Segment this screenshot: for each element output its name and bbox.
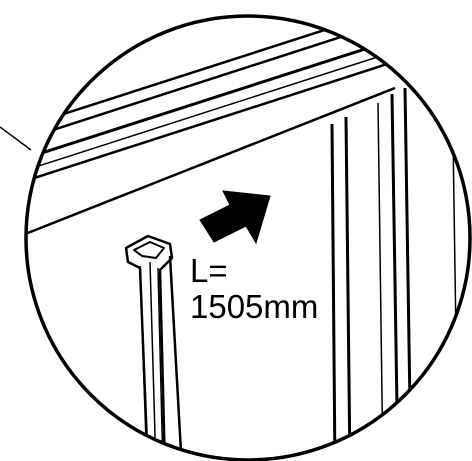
glass-top-edge	[26, 86, 396, 240]
length-label-line1: L=	[190, 252, 228, 289]
arrow-up-right-icon	[199, 190, 271, 245]
seal-strip	[124, 234, 184, 460]
detail-content: L= 1505mm	[26, 16, 470, 460]
length-label-line2: 1505mm	[190, 288, 318, 325]
leader-line	[0, 126, 32, 151]
detail-circle-outline	[24, 14, 472, 461]
detail-circle-fill	[26, 16, 470, 460]
wall-profile	[330, 69, 459, 460]
